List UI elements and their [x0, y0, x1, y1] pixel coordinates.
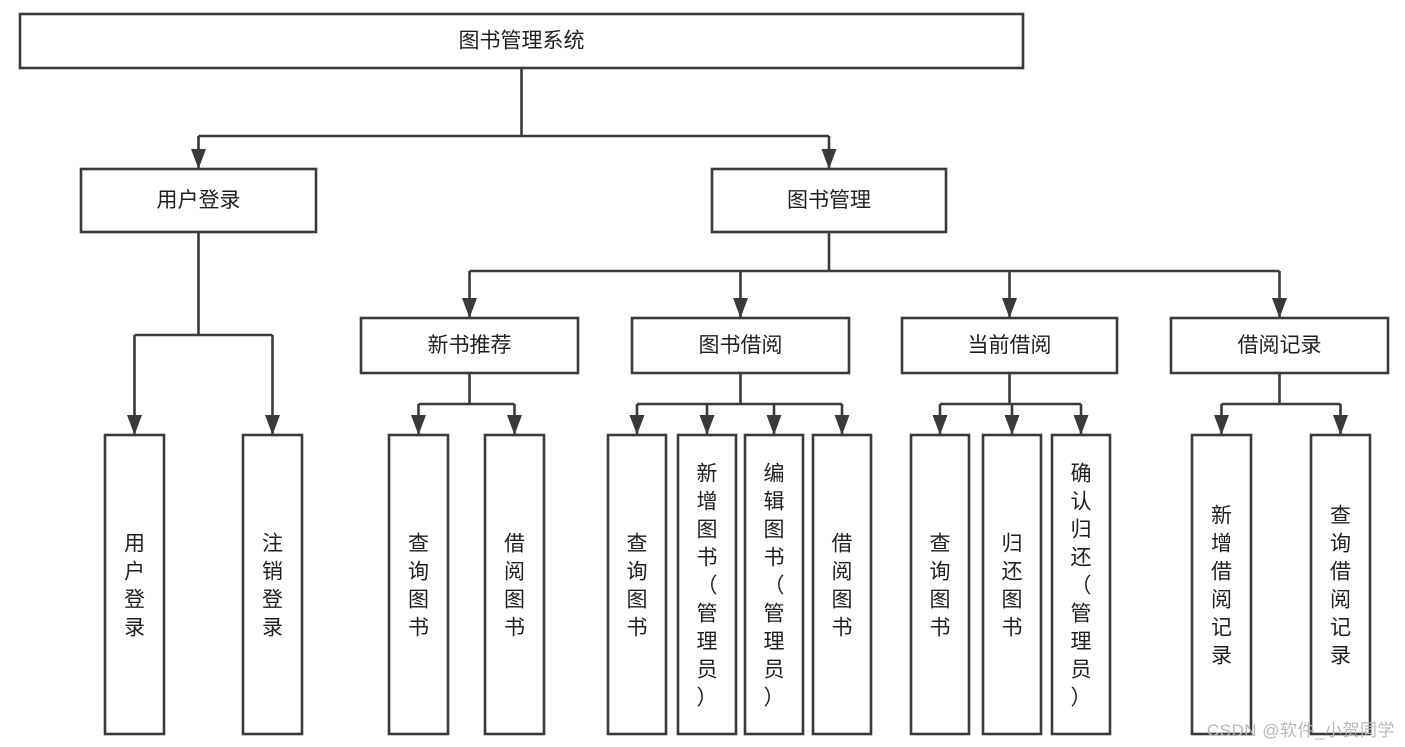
arrow-head-icon — [629, 415, 645, 435]
node-box — [630, 316, 851, 375]
node-e5809fe99885e8aeb0e5bd95[interactable]: 借阅记录 — [1169, 316, 1390, 375]
arrow-head-icon — [1002, 298, 1017, 318]
node-box — [909, 433, 971, 736]
node-label: 注销登录 — [262, 533, 283, 640]
node-box — [483, 433, 546, 736]
node-label: 编辑图书（管理员） — [764, 463, 785, 710]
node-label: 用户登录 — [157, 189, 241, 212]
arrow-head-icon — [1004, 415, 1020, 435]
arrow-head-icon — [411, 415, 426, 435]
arrow-head-icon — [127, 415, 142, 435]
node-e69fa5e8afa2e59bbee4b9a6[interactable]: 查询图书 — [387, 433, 450, 736]
node-e696b0e5a29ee5809fe99885[interactable]: 新增借阅记录 — [1190, 433, 1253, 736]
node-e794a8e688b7e799bbe5bd95[interactable]: 用户登录 — [79, 167, 318, 234]
node-e696b0e5a29ee59bbee4b9a6[interactable]: 新增图书（管理员） — [676, 433, 738, 736]
node-label: 用户登录 — [124, 533, 145, 640]
node-e7a1aee8aea4e5bd92e8bf98[interactable]: 确认归还（管理员） — [1050, 433, 1112, 736]
node-e5809fe99885e59bbee4b9a6[interactable]: 借阅图书 — [483, 433, 546, 736]
node-label: 借阅记录 — [1238, 334, 1322, 357]
node-label: 图书管理 — [787, 189, 871, 212]
node-box — [18, 12, 1025, 70]
node-box — [743, 433, 805, 736]
node-label: 归还图书 — [1002, 533, 1023, 640]
node-box — [900, 316, 1119, 375]
node-box — [1309, 433, 1372, 736]
node-box — [606, 433, 668, 736]
arrow-head-icon — [1073, 415, 1089, 435]
arrow-head-icon — [733, 298, 748, 318]
node-e696b0e4b9a6e68ea8e88d90[interactable]: 新书推荐 — [359, 316, 580, 375]
node-e69fa5e8afa2e59bbee4b9a6[interactable]: 查询图书 — [909, 433, 971, 736]
node-label: 新增图书（管理员） — [697, 463, 718, 710]
node-box — [981, 433, 1043, 736]
node-e794a8e688b7e799bbe5bd95[interactable]: 用户登录 — [103, 433, 166, 736]
node-label: 查询借阅记录 — [1330, 505, 1351, 668]
node-box — [103, 433, 166, 736]
node-box — [811, 433, 873, 736]
arrow-head-icon — [932, 415, 948, 435]
arrow-head-icon — [1214, 415, 1229, 435]
node-e6b3a8e99480e799bbe5bd95[interactable]: 注销登录 — [241, 433, 304, 736]
node-e69fa5e8afa2e59bbee4b9a6[interactable]: 查询图书 — [606, 433, 668, 736]
node-e69fa5e8afa2e5809fe99885[interactable]: 查询借阅记录 — [1309, 433, 1372, 736]
node-box — [387, 433, 450, 736]
node-label: 查询图书 — [627, 533, 648, 640]
node-label: 图书借阅 — [699, 334, 783, 357]
node-e59bbee4b9a6e5809fe99885[interactable]: 图书借阅 — [630, 316, 851, 375]
arrow-head-icon — [834, 415, 850, 435]
node-box — [1169, 316, 1390, 375]
arrow-head-icon — [265, 415, 280, 435]
arrow-head-icon — [191, 149, 206, 169]
node-label: 图书管理系统 — [459, 30, 585, 53]
node-label: 确认归还（管理员） — [1071, 463, 1092, 710]
node-box — [1190, 433, 1253, 736]
node-e59bbee4b9a6e7aea1e79086[interactable]: 图书管理系统 — [18, 12, 1025, 70]
arrow-head-icon — [1272, 298, 1287, 318]
node-label: 新增借阅记录 — [1211, 505, 1232, 668]
arrow-head-icon — [462, 298, 477, 318]
node-label: 查询图书 — [408, 533, 429, 640]
node-e5bd93e5898de5809fe99885[interactable]: 当前借阅 — [900, 316, 1119, 375]
node-box — [676, 433, 738, 736]
node-e7bc96e8be91e59bbee4b9a6[interactable]: 编辑图书（管理员） — [743, 433, 805, 736]
arrow-head-icon — [507, 415, 522, 435]
arrow-head-icon — [766, 415, 782, 435]
node-label: 新书推荐 — [428, 334, 512, 357]
node-box — [1050, 433, 1112, 736]
node-label: 借阅图书 — [832, 533, 853, 640]
node-e59bbee4b9a6e7aea1e79086[interactable]: 图书管理 — [710, 167, 948, 234]
node-label: 当前借阅 — [968, 334, 1052, 357]
node-e5809fe99885e59bbee4b9a6[interactable]: 借阅图书 — [811, 433, 873, 736]
node-box — [710, 167, 948, 234]
node-label: 借阅图书 — [504, 533, 525, 640]
node-e5bd92e8bf98e59bbee4b9a6[interactable]: 归还图书 — [981, 433, 1043, 736]
arrow-head-icon — [1333, 415, 1348, 435]
arrow-head-icon — [699, 415, 715, 435]
node-box — [241, 433, 304, 736]
node-label: 查询图书 — [930, 533, 951, 640]
arrow-head-icon — [821, 149, 837, 169]
